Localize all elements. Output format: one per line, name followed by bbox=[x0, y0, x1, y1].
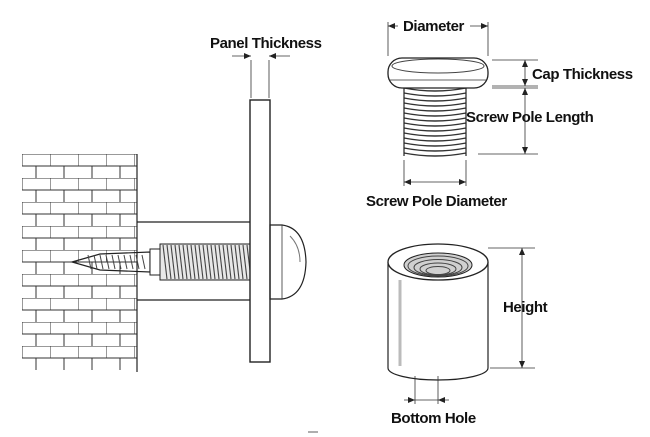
screw-pole-length-dimension bbox=[478, 87, 538, 155]
wood-screw bbox=[69, 248, 161, 276]
panel-thickness-dimension bbox=[232, 53, 290, 98]
barrel-part bbox=[387, 243, 489, 381]
cap-screw-part bbox=[387, 57, 489, 157]
diameter-label: Diameter bbox=[403, 18, 465, 35]
cap bbox=[269, 224, 307, 300]
panel-thickness-label: Panel Thickness bbox=[210, 35, 322, 52]
threaded-rod bbox=[159, 243, 256, 281]
height-dimension bbox=[488, 247, 535, 369]
diameter-dimension bbox=[387, 22, 489, 56]
bottom-hole-label: Bottom Hole bbox=[391, 410, 476, 427]
panel bbox=[249, 99, 271, 363]
standoff-barrel bbox=[137, 221, 258, 301]
cap-thickness-dimension bbox=[492, 59, 538, 87]
screw-pole-diameter-dimension bbox=[403, 160, 467, 186]
screw-pole-length-label: Screw Pole Length bbox=[466, 109, 594, 126]
screw-pole-diameter-label: Screw Pole Diameter bbox=[366, 193, 507, 210]
height-label: Height bbox=[503, 299, 548, 316]
bottom-hole-dimension bbox=[404, 376, 449, 404]
cap-thickness-label: Cap Thickness bbox=[532, 66, 633, 83]
brick-wall bbox=[22, 154, 138, 372]
